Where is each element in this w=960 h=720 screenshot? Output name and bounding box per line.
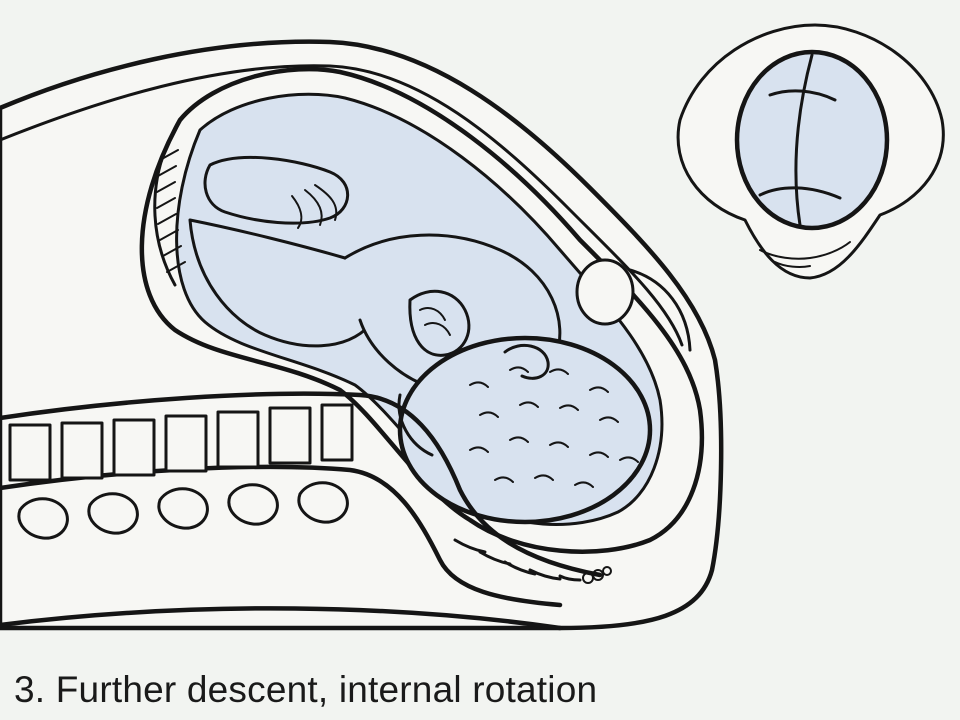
spine: [0, 391, 612, 608]
fetus: [188, 155, 653, 525]
figure-caption: 3. Further descent, internal rotation: [14, 669, 598, 710]
pubic-bone: [575, 258, 692, 352]
inset-head-view: [676, 23, 945, 280]
body-base-line: [0, 606, 563, 631]
